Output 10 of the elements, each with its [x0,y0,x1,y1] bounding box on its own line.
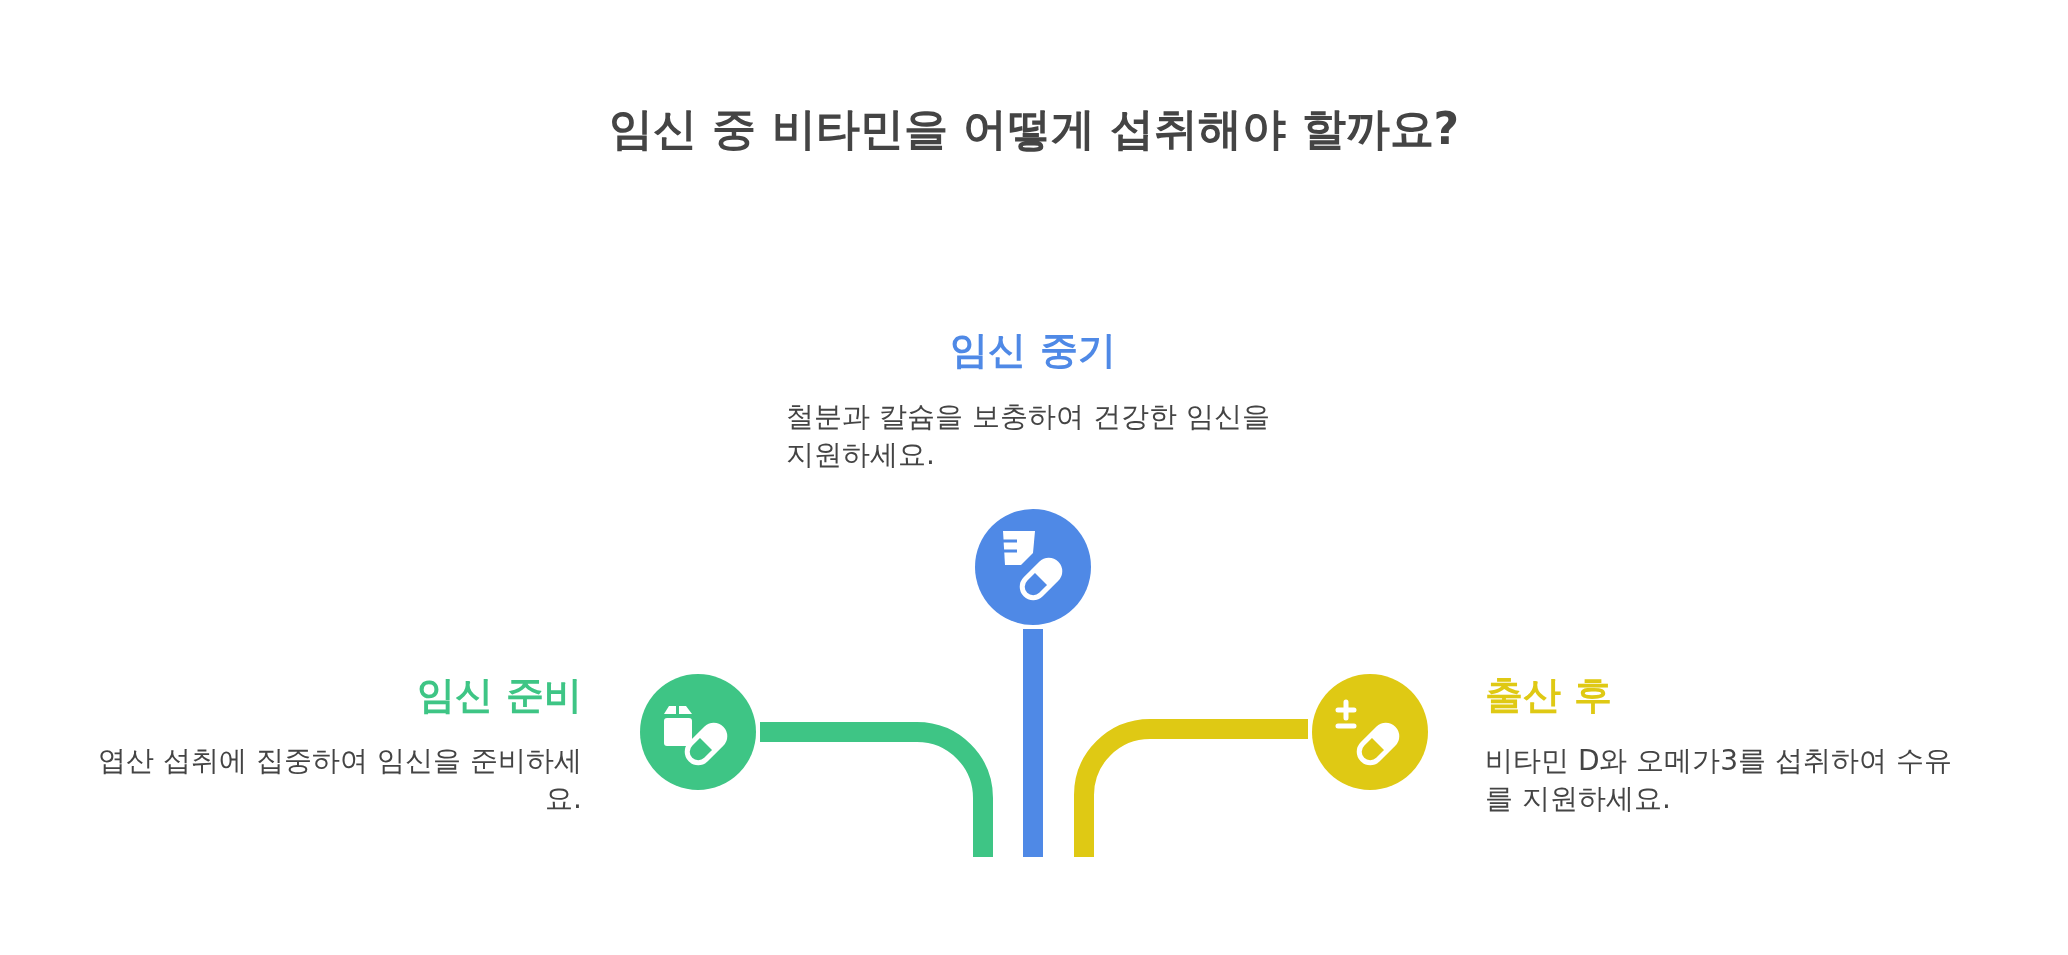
stage-description: 철분과 칼슘을 보충하여 건강한 임신을 지원하세요. [786,399,1271,473]
stage-heading: 임신 중기 [949,327,1117,374]
connector-line [760,722,993,857]
connector-line [1023,629,1043,857]
stage-description: 엽산 섭취에 집중하여 임신을 준비하세요. [97,743,582,817]
title: 임신 중 비타민을 어떻게 섭취해야 할까요? [607,102,1461,156]
stage-heading: 임신 준비 [416,672,582,719]
stage-heading: 출산 후 [1485,672,1613,719]
stage-description: 비타민 D와 오메가3를 섭취하여 수유를 지원하세요. [1485,743,1953,817]
connector-line [1074,719,1308,857]
